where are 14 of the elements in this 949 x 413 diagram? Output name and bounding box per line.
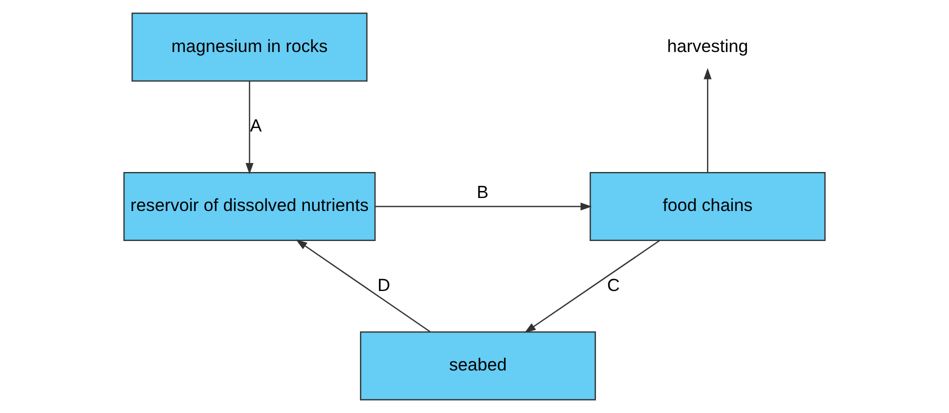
arrow	[375, 202, 592, 210]
arrow	[246, 81, 254, 174]
edge-label: D	[377, 274, 390, 295]
arrow	[296, 240, 430, 332]
node-text: harvesting	[667, 36, 748, 56]
edge-label: C	[607, 274, 620, 295]
node-box: reservoir of dissolved nutrients	[123, 172, 376, 242]
edge-label: A	[250, 115, 262, 136]
node-box: seabed	[360, 331, 596, 400]
arrow	[704, 68, 712, 173]
edge-label: B	[476, 182, 489, 202]
node-box: food chains	[590, 172, 826, 242]
node-box: magnesium in rocks	[132, 12, 368, 82]
arrow	[524, 240, 660, 333]
